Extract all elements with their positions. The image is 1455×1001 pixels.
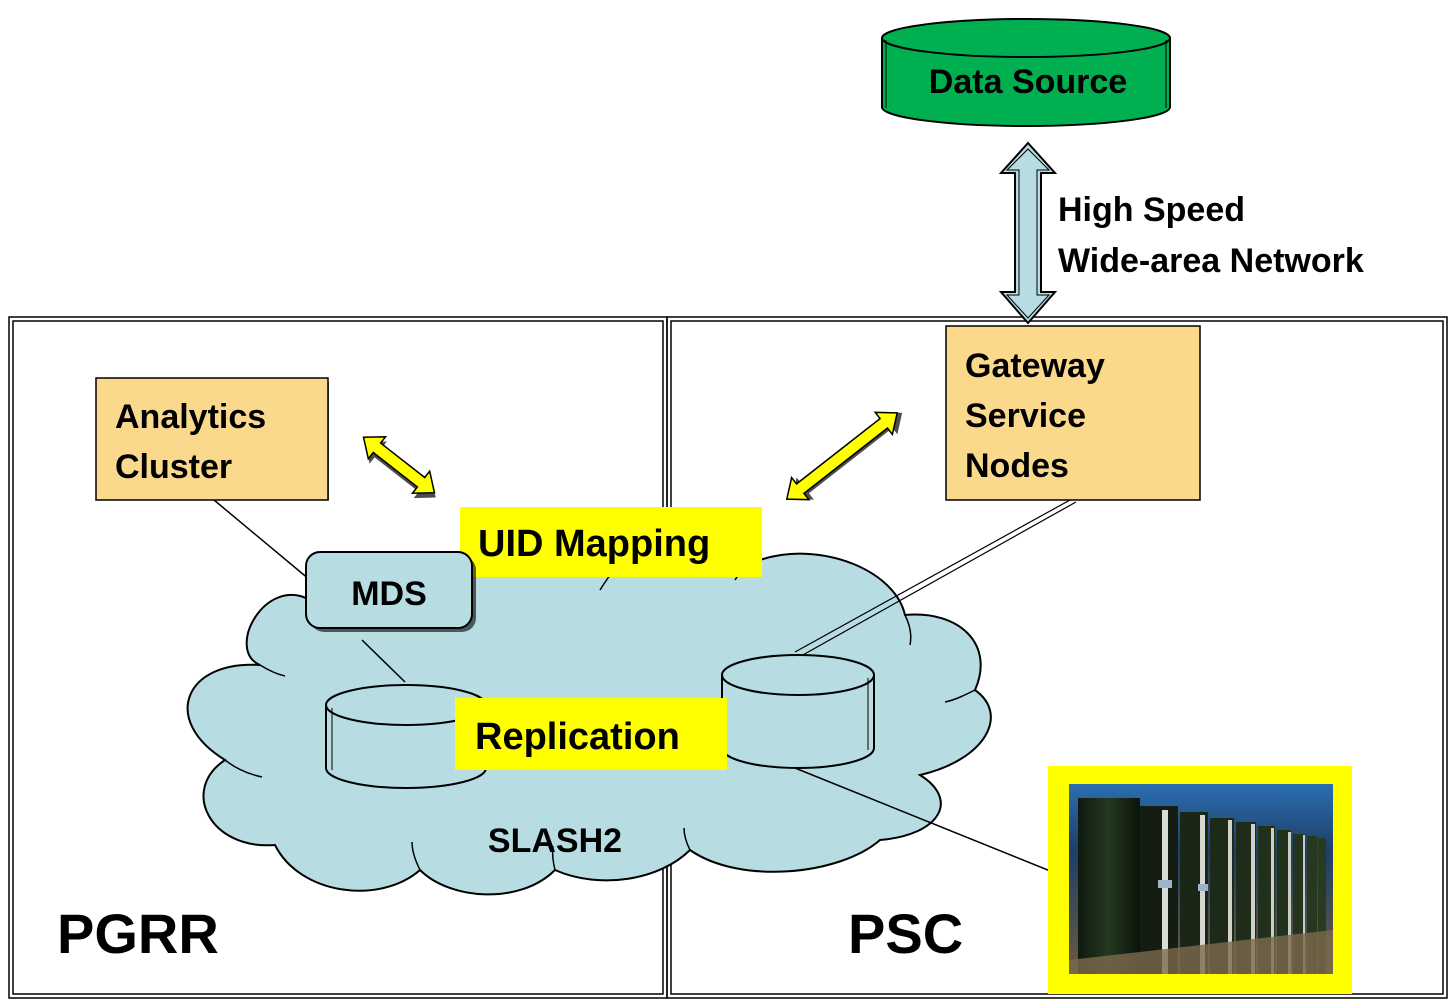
gateway-label-line3: Nodes [965,447,1069,485]
analytics-label-line2: Cluster [115,448,232,486]
gateway-box [945,325,1201,501]
gateway-label-line2: Service [965,397,1086,435]
analytics-uid-arrow [362,435,436,499]
pgrr-label: PGRR [57,902,219,965]
analytics-mds-line [213,499,311,581]
analytics-box [95,377,329,501]
psc-label: PSC [848,902,963,965]
gateway-label-line1: Gateway [965,347,1105,385]
replication-highlight [455,698,727,770]
disk-supercomputer-line [794,767,1086,886]
uid-mapping-label: UID Mapping [478,523,710,565]
slash2-label: SLASH2 [488,822,622,860]
gateway-disk-line [794,499,1077,657]
mds-label: MDS [351,575,427,613]
network-arrow [998,141,1058,325]
psc-disk [721,654,875,769]
mds-disk-line [361,639,406,683]
network-label-line2: Wide-area Network [1058,242,1364,280]
replication-label: Replication [475,716,680,758]
network-label-line1: High Speed [1058,191,1245,229]
mds-box [305,551,476,632]
gateway-uid-arrow [785,411,903,501]
data-source-label: Data Source [929,63,1127,101]
analytics-label-line1: Analytics [115,398,266,436]
uid-mapping-highlight [460,507,762,577]
supercomputer-photo [1048,766,1352,994]
data-source-cylinder [881,18,1171,127]
